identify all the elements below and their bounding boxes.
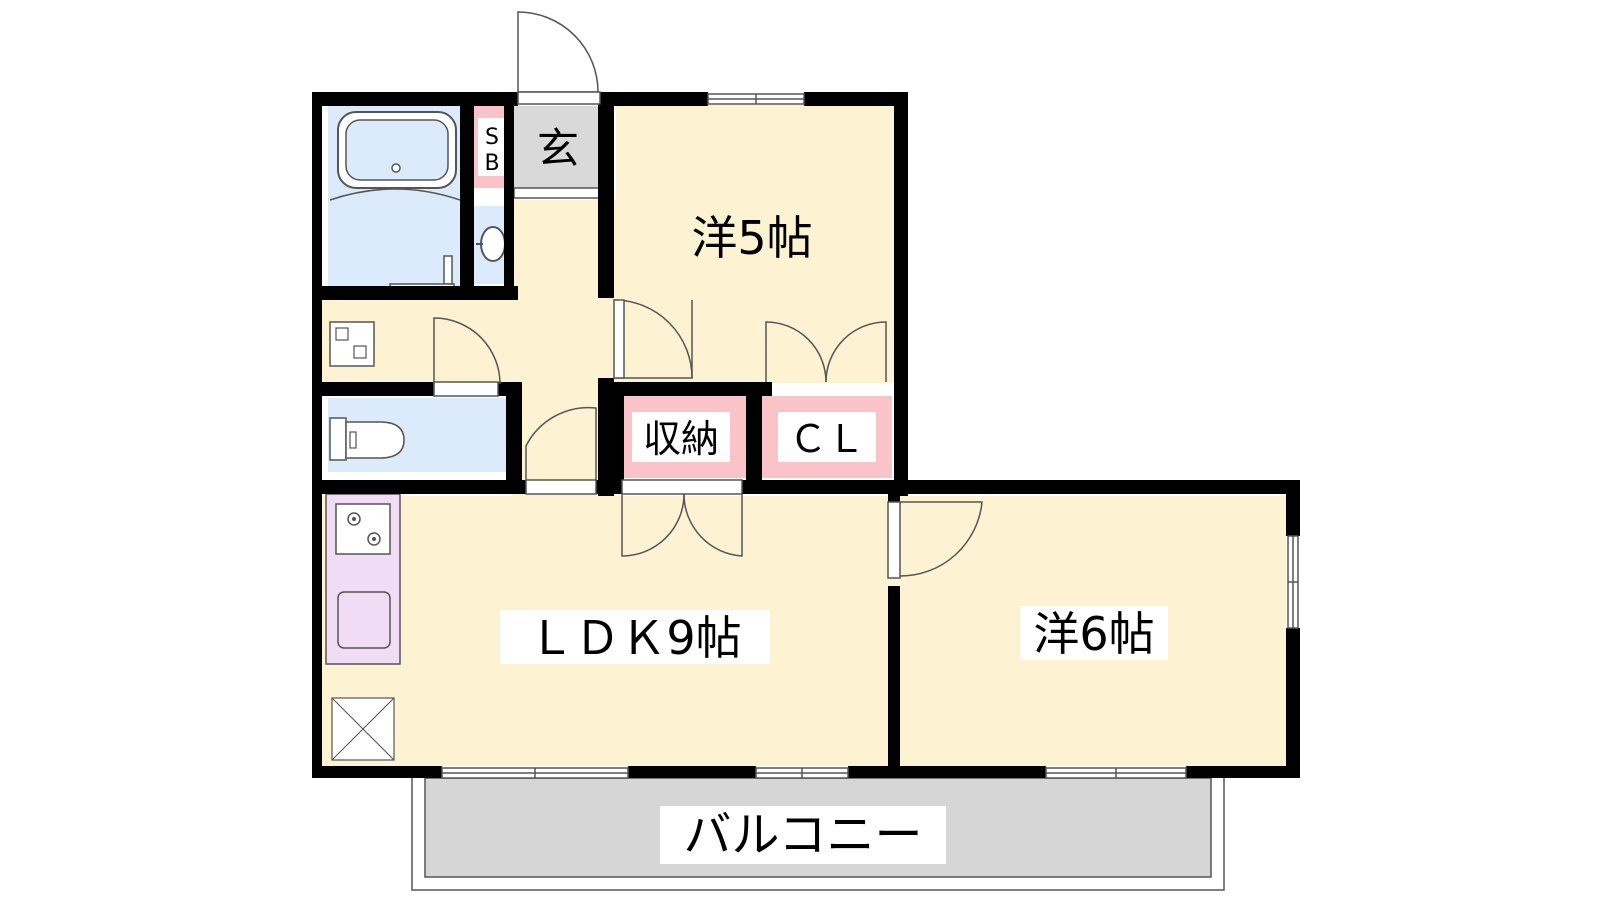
entrance-step xyxy=(513,187,603,199)
walls xyxy=(312,92,1300,778)
wall-top-room6 xyxy=(894,480,1300,494)
doors xyxy=(433,11,983,579)
room-label-western-6: 洋6帖 xyxy=(1033,607,1154,661)
wall-bath-right xyxy=(460,100,474,296)
wall-ldk-top-right xyxy=(742,480,902,494)
wall-right-upper xyxy=(894,92,908,496)
toilet-tank-icon xyxy=(329,417,347,461)
wall-right-room6-top xyxy=(1286,480,1300,536)
wall-bottom-b xyxy=(628,766,756,778)
entrance xyxy=(472,106,603,199)
balcony-label-bg xyxy=(660,806,946,864)
western6-door-swing xyxy=(899,501,983,577)
room-label-western-5: 洋5帖 xyxy=(691,211,812,265)
toilet-icon xyxy=(345,421,405,459)
room-label-closet: ＣＬ xyxy=(789,417,865,461)
wall-ldk-top-mid xyxy=(596,480,622,494)
storage-door-left xyxy=(621,493,685,557)
wall-ldk-top-left xyxy=(322,480,528,494)
sink-icon xyxy=(480,226,506,262)
toilet-door-swing xyxy=(433,317,501,396)
wall-entrance-left xyxy=(504,100,514,200)
wall-top-left xyxy=(312,92,518,106)
wall-bottom-a xyxy=(312,766,442,778)
wall-top-mid xyxy=(600,92,708,106)
kitchen-sink-icon xyxy=(337,591,391,649)
windows xyxy=(441,93,1299,779)
storage-door-frame xyxy=(621,479,743,495)
toilet-room xyxy=(328,398,506,472)
room-label-storage: 収納 xyxy=(643,417,719,461)
wall-room6-left-bottom xyxy=(888,586,900,768)
shoe-box-label-s: S xyxy=(485,125,499,150)
shoe-box-label-b: B xyxy=(484,151,499,176)
wall-storage-left xyxy=(614,382,624,482)
cl-door-left xyxy=(765,321,827,383)
wall-left xyxy=(312,92,322,776)
balcony xyxy=(411,764,1225,891)
toilet-door-frame xyxy=(433,381,499,397)
corridor-door-swing xyxy=(525,406,597,480)
western5-door-frame xyxy=(613,299,625,379)
front-door-frame xyxy=(517,91,601,105)
corridor-door-frame xyxy=(525,479,597,495)
wall-bottom-d xyxy=(1186,766,1300,778)
western6-door-frame xyxy=(887,501,901,579)
wall-right-room6-bottom xyxy=(1286,628,1300,778)
wall-storage-top-right xyxy=(764,382,772,396)
wall-top-right xyxy=(804,92,908,106)
wall-toilet-top-left xyxy=(322,382,434,396)
wall-wash-right xyxy=(504,200,514,296)
washing-machine-icon xyxy=(329,321,375,367)
washing-machine-space xyxy=(329,321,375,367)
room-label-balcony: バルコニー xyxy=(683,807,922,863)
kitchen xyxy=(325,493,401,761)
wall-corridor-right-lower xyxy=(598,378,614,496)
wall-storage-top-left xyxy=(606,382,764,396)
stove-icon xyxy=(335,503,391,555)
bathroom xyxy=(328,106,461,293)
wall-bottom-c xyxy=(848,766,1046,778)
wall-corridor-right-upper xyxy=(598,100,614,298)
room-label-entrance: 玄 xyxy=(537,124,579,173)
room-label-ldk: ＬＤＫ9帖 xyxy=(528,611,741,665)
wall-storage-divider xyxy=(746,382,762,482)
storage-door-right xyxy=(683,493,743,557)
cl-door-right xyxy=(825,321,887,383)
wall-bath-bottom xyxy=(322,286,518,300)
wall-toilet-right xyxy=(506,382,522,486)
front-door-icon xyxy=(517,11,599,93)
